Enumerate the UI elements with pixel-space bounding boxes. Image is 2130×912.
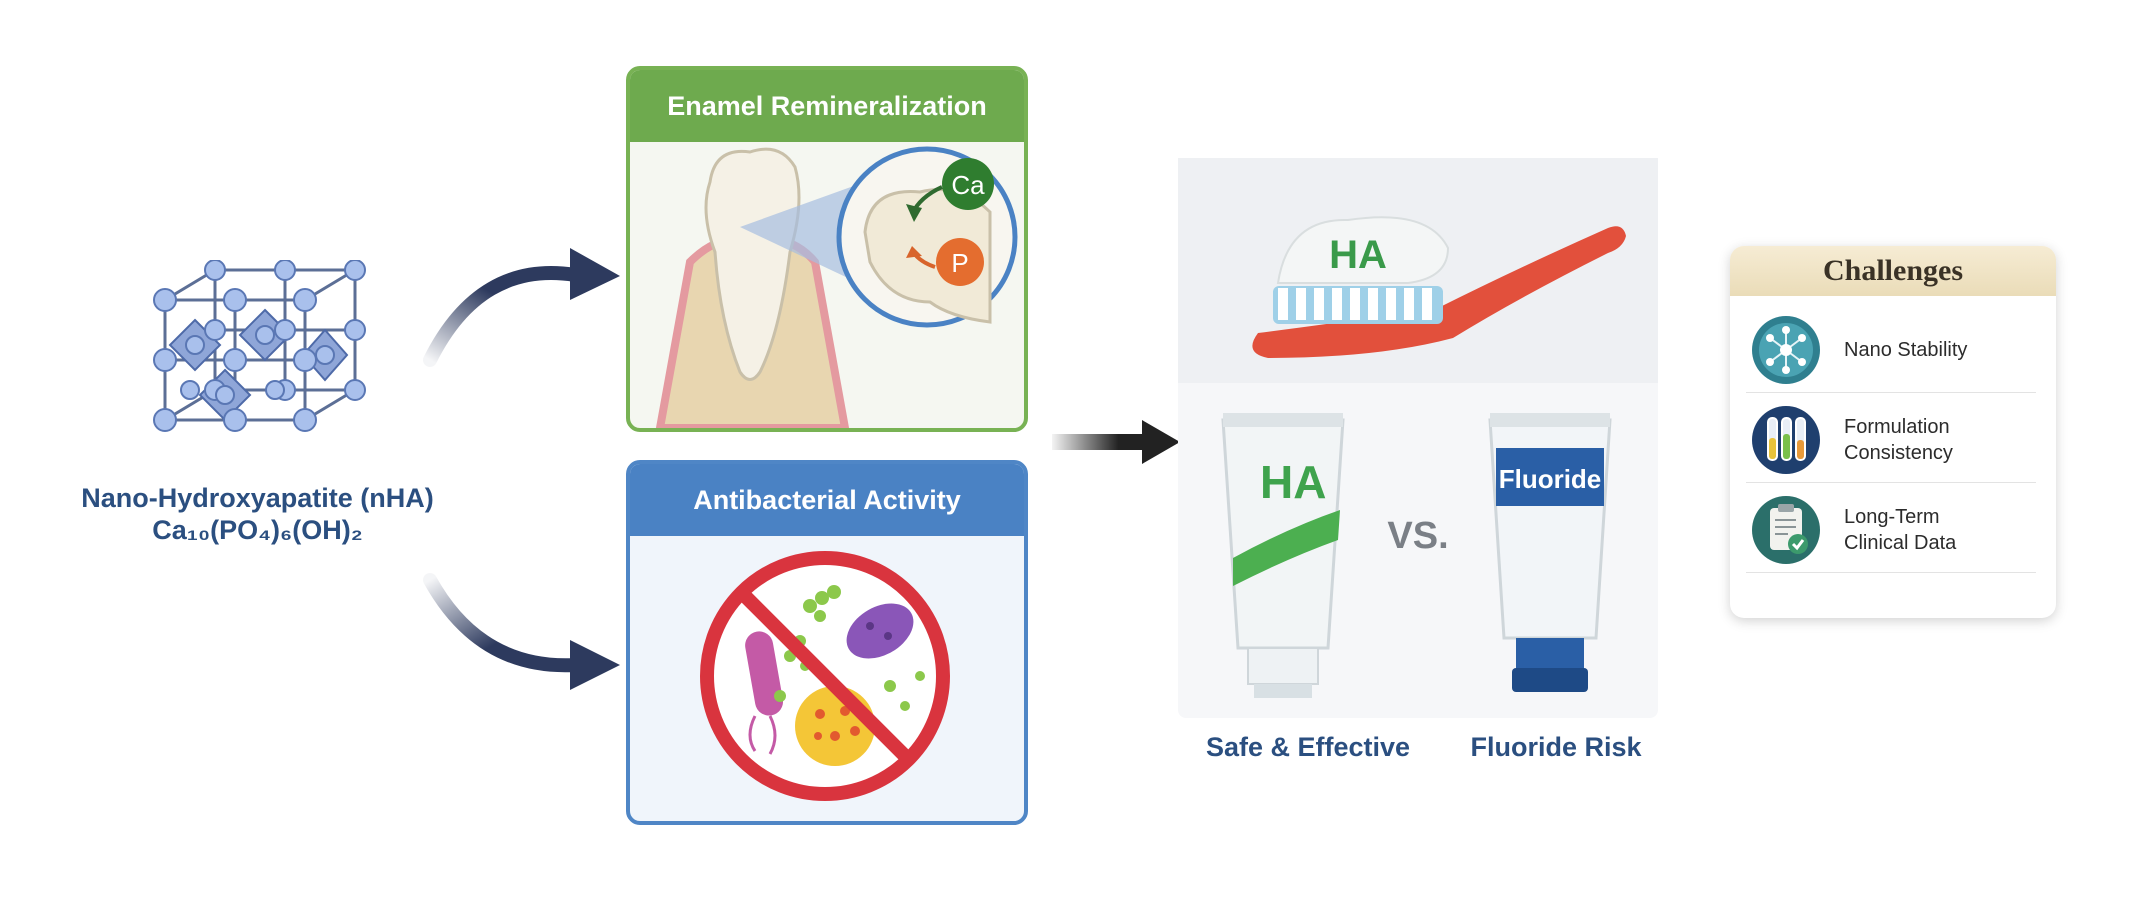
challenge-label: Formulation Consistency (1844, 416, 1953, 464)
ha-toothpaste-tube-icon: HA (1221, 413, 1345, 698)
calcium-ion-label: Ca (951, 170, 985, 200)
tube-ha-text: HA (1260, 456, 1326, 508)
nanoparticle-icon (1752, 316, 1820, 384)
no-bacteria-icon (700, 551, 950, 801)
challenge-label: Nano Stability (1844, 339, 1968, 361)
enamel-remineralization-panel: Enamel Remineralization Ca P (626, 66, 1028, 432)
tooth-remineralization-icon: Ca P (655, 146, 1018, 428)
fluoride-risk-label: Fluoride Risk (1470, 732, 1642, 762)
challenge-item-formulation: Formulation Consistency (1746, 398, 2036, 483)
molecule-name: Nano-Hydroxyapatite (nHA) (81, 483, 434, 513)
challenge-item-nano-stability: Nano Stability (1746, 308, 2036, 393)
fluoride-toothpaste-tube-icon: Fluoride (1488, 413, 1612, 692)
challenge-item-clinical-data: Long-Term Clinical Data (1746, 488, 2036, 573)
arrow-to-products-icon (1052, 420, 1180, 464)
phosphate-ion-label: P (951, 248, 968, 278)
safe-effective-label: Safe & Effective (1205, 732, 1411, 762)
challenges-card: Challenges Nano Stability Formulation Co… (1730, 246, 2056, 618)
challenge-label: Long-Term Clinical Data (1844, 506, 1957, 554)
arrow-to-enamel-icon (423, 248, 620, 367)
enamel-panel-title: Enamel Remineralization (630, 70, 1024, 142)
toothbrush-icon: HA HA VS. Fluoride (1178, 158, 1658, 698)
test-tubes-icon (1752, 406, 1820, 474)
molecule-formula: Ca₁₀(PO₄)₆(OH)₂ (152, 515, 363, 545)
challenges-title: Challenges (1730, 246, 2056, 296)
clipboard-check-icon (1752, 496, 1820, 564)
product-comparison-area: HA HA VS. Fluoride (1178, 158, 1658, 718)
versus-text: VS. (1387, 515, 1448, 557)
paste-ha-text: HA (1329, 233, 1387, 277)
crystal-lattice-icon (153, 260, 366, 432)
antibacterial-panel-title: Antibacterial Activity (630, 464, 1024, 536)
tube-fluoride-text: Fluoride (1499, 464, 1602, 494)
arrow-to-antibacterial-icon (423, 573, 620, 690)
antibacterial-activity-panel: Antibacterial Activity (626, 460, 1028, 825)
